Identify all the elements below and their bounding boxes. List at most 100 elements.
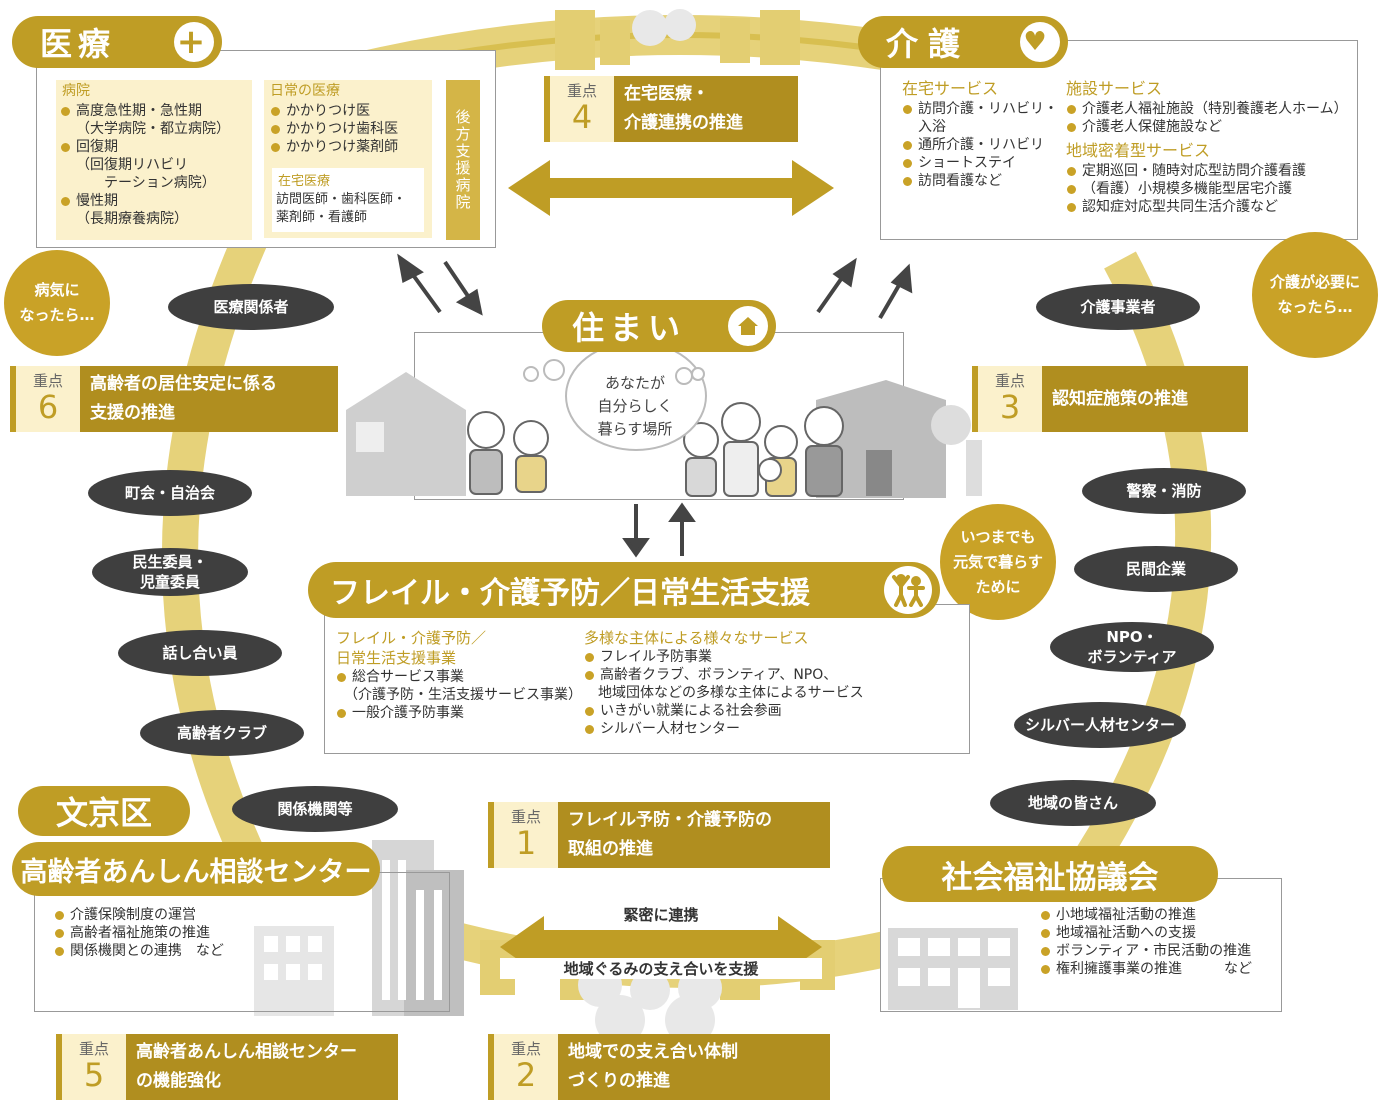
bunkyo-ward-tab: 文京区	[18, 786, 190, 836]
frail-left-title: 日常生活支援事業	[336, 649, 457, 667]
office-building-illustration	[888, 928, 1018, 1010]
list-item: 訪問看護など	[902, 172, 1058, 190]
keypoint-text: 高齢者あんしん相談センター	[136, 1042, 357, 1062]
hospital-title: 病院	[62, 83, 90, 99]
daily-care-title: 日常の医療	[270, 83, 340, 99]
pill-talk-member: 話し合い員	[118, 630, 282, 676]
list-item: 回復期	[60, 138, 230, 156]
pill-silver-center: シルバー人材センター	[1014, 702, 1186, 748]
housing-title: 住まい	[572, 309, 687, 347]
list-item: 慢性期	[60, 192, 230, 210]
keypoint-text: づくりの推進	[568, 1071, 670, 1091]
list-item: 権利擁護事業の推進 など	[1040, 960, 1252, 978]
community-service-title: 地域密着型サービス	[1066, 141, 1211, 160]
plus-icon: +	[174, 22, 214, 62]
keypoint-text: フレイル予防・介護予防の	[568, 810, 772, 830]
housing-tab: 住まい	[542, 300, 776, 352]
circle-care-needed: 介護が必要になったら…	[1252, 232, 1378, 358]
home-service-title: 在宅サービス	[902, 79, 999, 98]
pill-npo: NPO・ボランティア	[1050, 622, 1214, 672]
list-item: 総合サービス事業	[336, 668, 582, 686]
list-item: いきがい就業による社会参画	[584, 702, 864, 720]
list-item-sub: （介護予防・生活支援サービス事業）	[344, 687, 582, 703]
list-item: フレイル予防事業	[584, 648, 864, 666]
frail-right-list: 多様な主体による様々なサービス フレイル予防事業 高齢者クラブ、ボランティア、N…	[584, 628, 864, 738]
frail-tab: フレイル・介護予防／日常生活支援	[308, 562, 940, 618]
home-service-list: 在宅サービス 訪問介護・リハビリ・ 入浴 通所介護・リハビリ ショートステイ 訪…	[902, 80, 1058, 190]
social-list: 小地域福祉活動の推進 地域福祉活動への支援 ボランティア・市民活動の推進 権利擁…	[1040, 906, 1252, 978]
keypoint-text: 介護連携の推進	[624, 113, 743, 133]
list-item-sub: 入浴	[918, 119, 946, 135]
exercise-icon	[884, 566, 932, 614]
pill-elder-club: 高齢者クラブ	[140, 710, 304, 756]
bunkyo-center-tab: 高齢者あんしん相談センター	[12, 842, 380, 896]
house-icon	[728, 306, 768, 346]
hospital-list: 高度急性期・急性期 （大学病院・都立病院） 回復期 （回復期リハビリ テーション…	[60, 102, 230, 228]
medical-tab: 医療 +	[12, 16, 222, 68]
pill-agencies: 関係機関等	[232, 786, 398, 832]
pill-welfare-commissioner: 民生委員・児童委員	[92, 548, 248, 596]
list-item: かかりつけ歯科医	[270, 120, 398, 138]
care-title: 介護	[886, 25, 971, 63]
list-item-sub: テーション病院）	[104, 175, 216, 191]
arrow-bottom-text: 地域ぐるみの支え合いを支援	[500, 958, 822, 979]
medical-title: 医療	[40, 25, 117, 63]
list-item: 小地域福祉活動の推進	[1040, 906, 1252, 924]
list-item-sub: （回復期リハビリ	[76, 157, 188, 173]
frail-left-list: フレイル・介護予防／ 日常生活支援事業 総合サービス事業 （介護予防・生活支援サ…	[336, 628, 582, 722]
care-tab: 介護 ♥	[858, 16, 1068, 68]
frail-left-title: フレイル・介護予防／	[336, 629, 487, 647]
home-medical-box: 在宅医療 訪問医師・歯科医師・ 薬剤師・看護師	[272, 168, 424, 232]
pill-police-fire: 警察・消防	[1082, 468, 1246, 514]
bunkyo-list: 介護保険制度の運営 高齢者福祉施策の推進 関係機関との連携 など	[54, 906, 224, 960]
support-hospital-label: 後方支援病院	[446, 80, 480, 240]
pill-private-company: 民間企業	[1074, 546, 1238, 592]
keypoint-text: 地域での支え合い体制	[568, 1042, 738, 1062]
list-item: 高齢者福祉施策の推進	[54, 924, 224, 942]
hospital-box: 病院 高度急性期・急性期 （大学病院・都立病院） 回復期 （回復期リハビリ テー…	[56, 80, 252, 240]
list-item: 介護保険制度の運営	[54, 906, 224, 924]
center-building-illustration	[254, 840, 464, 1016]
keypoint-text: 取組の推進	[568, 839, 653, 859]
list-item: 介護老人福祉施設（特別養護老人ホーム）	[1066, 100, 1348, 118]
daily-care-box: 日常の医療 かかりつけ医 かかりつけ歯科医 かかりつけ薬剤師 在宅医療 訪問医師…	[264, 80, 432, 238]
facility-service-title: 施設サービス	[1066, 79, 1163, 98]
social-tab: 社会福祉協議会	[882, 846, 1218, 902]
home-medical-line: 薬剤師・看護師	[276, 210, 368, 225]
circle-sick: 病気になったら…	[4, 250, 110, 356]
list-item: 認知症対応型共同生活介護など	[1066, 198, 1348, 216]
list-item: 定期巡回・随時対応型訪問介護看護	[1066, 162, 1348, 180]
list-item-sub: （大学病院・都立病院）	[76, 121, 230, 137]
keypoint-number: 4	[571, 98, 593, 136]
circle-healthy: いつまでも元気で暮らすために	[940, 504, 1056, 620]
list-item: （看護）小規模多機能型居宅介護	[1066, 180, 1348, 198]
list-item: 高度急性期・急性期	[60, 102, 230, 120]
list-item-sub: 地域団体などの多様な主体によるサービス	[598, 685, 864, 701]
pill-town-association: 町会・自治会	[88, 470, 252, 516]
home-medical-title: 在宅医療	[278, 174, 331, 189]
housing-bubble-text: あなたが自分らしく暮らす場所	[597, 374, 673, 438]
keypoint-text: の機能強化	[136, 1071, 221, 1091]
list-item: 介護老人保健施設など	[1066, 118, 1348, 136]
pill-community: 地域の皆さん	[990, 780, 1156, 826]
list-item: 高齢者クラブ、ボランティア、NPO、	[584, 666, 864, 684]
keypoint-text: 高齢者の居住安定に係る	[90, 374, 277, 394]
list-item: 地域福祉活動への支援	[1040, 924, 1252, 942]
list-item: シルバー人材センター	[584, 720, 864, 738]
keypoint-text: 在宅医療・	[624, 84, 709, 104]
home-medical-line: 訪問医師・歯科医師・	[276, 192, 407, 207]
list-item: ボランティア・市民活動の推進	[1040, 942, 1252, 960]
facility-service-list: 施設サービス 介護老人福祉施設（特別養護老人ホーム） 介護老人保健施設など 地域…	[1066, 80, 1348, 216]
arrow-top-text: 緊密に連携	[623, 906, 699, 924]
frail-title: フレイル・介護予防／日常生活支援	[330, 576, 810, 611]
list-item: 関係機関との連携 など	[54, 942, 224, 960]
pill-medical-staff: 医療関係者	[168, 284, 334, 330]
list-item: 通所介護・リハビリ	[902, 136, 1058, 154]
heart-icon: ♥	[1020, 22, 1060, 62]
